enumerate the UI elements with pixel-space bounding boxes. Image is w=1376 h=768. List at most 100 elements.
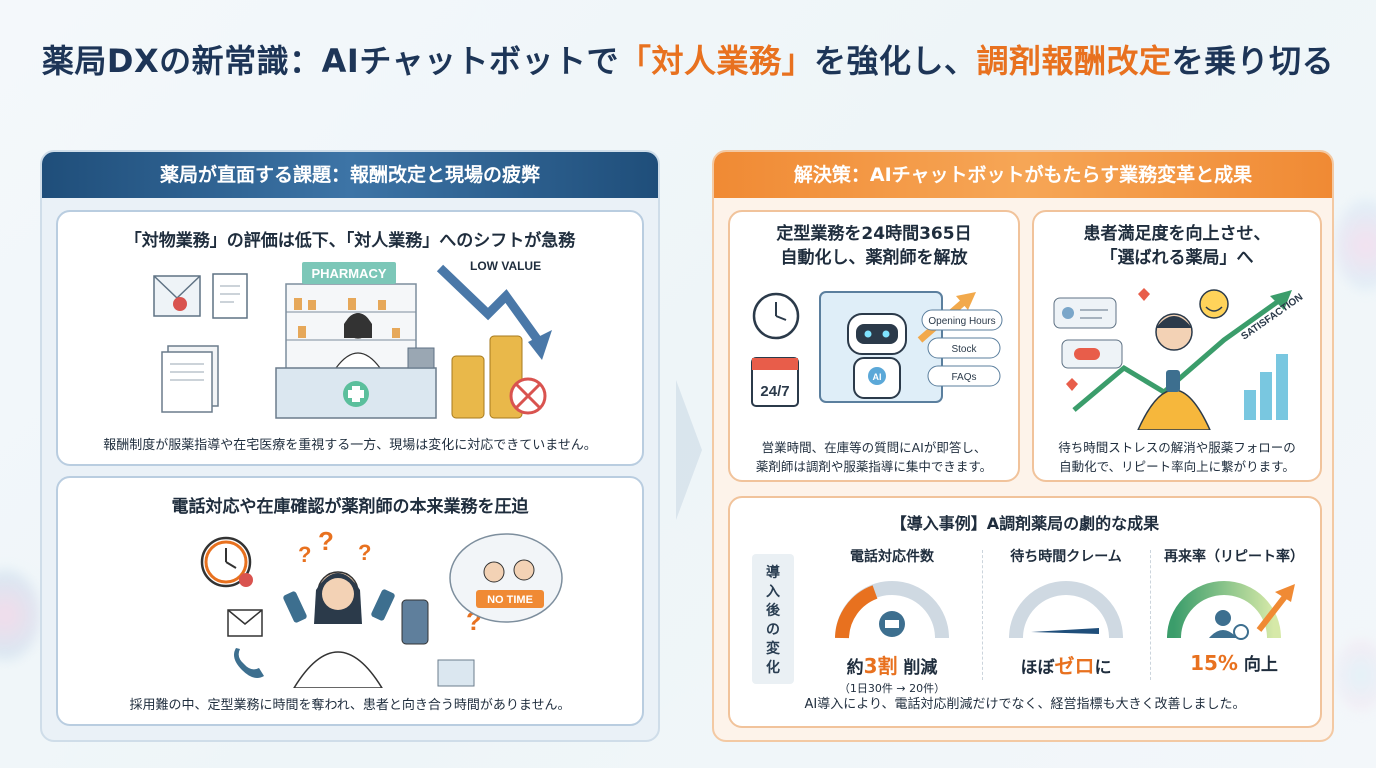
metric-value: 15%	[1190, 651, 1238, 675]
flow-arrow	[676, 380, 702, 520]
case-study-footer: AI導入により、電話対応削減だけでなく、経営指標も大きく改善しました。	[804, 697, 1246, 712]
metric-value: 3割	[863, 654, 898, 678]
bot-label: AI	[873, 372, 882, 382]
challenge-card-workload: 電話対応や在庫確認が薬剤師の本来業務を圧迫 ? ? ? ?	[56, 476, 644, 726]
tag-char: 入	[766, 584, 780, 600]
title-highlight: 「対人業務」	[619, 42, 815, 80]
smiley-icon	[1199, 289, 1229, 319]
low-value-label: LOW VALUE	[470, 259, 541, 273]
chatbot-illustration: 24/7 AI Opening Hours Stock	[751, 291, 1003, 407]
cash-register-icon	[407, 347, 435, 369]
question-mark: ?	[298, 542, 311, 567]
trend-up-arrow	[1072, 297, 1282, 412]
metric-wait-complaints: 待ち時間クレーム ほぼゼロに	[986, 546, 1146, 679]
envelope-icon	[227, 609, 263, 637]
heart-icon	[1138, 288, 1150, 301]
metric-phone-calls: 電話対応件数 約3割 削減 （1日30件 → 20件）	[812, 546, 972, 696]
after-introduction-tag: 導 入 後 の 変 化	[752, 554, 794, 684]
card-title: 「対物業務」の評価は低下、「対人業務」へのシフトが急務	[124, 231, 576, 251]
decor-blob	[1336, 200, 1376, 290]
clock-icon	[200, 536, 253, 588]
calendar-label: 24/7	[760, 383, 789, 400]
tag-char: の	[766, 622, 780, 638]
prescription-icon	[212, 273, 248, 319]
divider	[1150, 550, 1151, 680]
bubble-text: FAQs	[951, 372, 976, 383]
metric-sub: （1日30件 → 20件）	[838, 682, 946, 695]
metric-suffix: に	[1094, 658, 1112, 678]
user-icon	[1215, 610, 1231, 626]
overworked-pharmacist-illustration: ? ? ? ? NO TIME	[200, 526, 563, 688]
question-mark: ?	[318, 526, 334, 556]
stressed-pharmacist-icon	[283, 571, 395, 688]
metric-label: 電話対応件数	[850, 549, 934, 565]
solution-card-satisfaction: 患者満足度を向上させ、 「選ばれる薬局」へ SATISFACTION	[1032, 210, 1322, 482]
pharmacy-sign-text: PHARMACY	[311, 266, 386, 281]
card-title-line: 患者満足度を向上させ、	[1083, 224, 1271, 244]
smartphone-icon	[401, 599, 429, 645]
chat-bubble: Opening Hours	[921, 309, 1003, 331]
solution-panel: 解決策：AIチャットボットがもたらす業務変革と成果 定型業務を24時間365日 …	[712, 150, 1334, 742]
chat-bubble	[1053, 297, 1117, 329]
metric-value: ゼロ	[1054, 654, 1095, 678]
cash-register-icon	[437, 659, 475, 687]
solution-card-automation: 定型業務を24時間365日 自動化し、薬剤師を解放 24/7	[728, 210, 1020, 482]
card-title-line: 「選ばれる薬局」へ	[1100, 248, 1254, 268]
title-part: を乗り切る	[1171, 42, 1335, 80]
challenges-panel: 薬局が直面する課題：報酬改定と現場の疲弊 「対物業務」の評価は低下、「対人業務」…	[40, 150, 660, 742]
card-footer-line: 待ち時間ストレスの解消や服薬フォローの	[1058, 440, 1296, 455]
no-time-badge: NO TIME	[487, 594, 533, 606]
title-part: を強化し、	[814, 42, 977, 80]
decor-blob	[0, 570, 40, 660]
medicine-bubble	[1061, 339, 1123, 369]
happy-patient-icon	[1137, 313, 1211, 430]
coins-icon	[451, 335, 523, 419]
complaint-gauge	[1009, 581, 1123, 639]
card-footer: 採用難の中、定型業務に時間を奪われ、患者と向き合う時間がありません。	[129, 698, 571, 713]
metric-label: 再来率（リピート率）	[1164, 549, 1304, 565]
solution-header: 解決策：AIチャットボットがもたらす業務変革と成果	[714, 152, 1332, 198]
card-footer: 報酬制度が服薬指導や在宅医療を重視する一方、現場は変化に対応できていません。	[103, 438, 597, 453]
satisfaction-illustration: SATISFACTION	[1053, 288, 1305, 430]
chat-bubble: FAQs	[927, 365, 1001, 387]
trend-down-arrow	[436, 264, 546, 349]
metric-prefix: ほぼ	[1020, 658, 1055, 678]
metric-repeat-rate: 再来率（リピート率） 15% 向上	[1154, 546, 1314, 675]
decor-blob	[1336, 640, 1376, 710]
bar-chart-icon	[1244, 354, 1288, 420]
card-footer-line: 営業時間、在庫等の質問にAIが即答し、	[761, 440, 987, 455]
page-title: 薬局DXの新常識：AIチャットボットで「対人業務」を強化し、調剤報酬改定を乗り切…	[0, 36, 1376, 82]
pharmacy-sign	[302, 262, 396, 284]
card-title-line: 定型業務を24時間365日	[776, 224, 972, 244]
challenges-header: 薬局が直面する課題：報酬改定と現場の疲弊	[42, 152, 658, 198]
metric-label: 待ち時間クレーム	[1010, 549, 1122, 565]
card-title-line: 自動化し、薬剤師を解放	[780, 248, 968, 268]
tag-char: 導	[766, 565, 780, 581]
thought-bubble: NO TIME	[449, 533, 563, 623]
card-footer-line: 自動化で、リピート率向上に繋がります。	[1059, 459, 1295, 474]
case-study-card: 【導入事例】A調剤薬局の劇的な成果 導 入 後 の 変 化 電話対応件数 約3割…	[728, 496, 1322, 728]
bubble-text: Stock	[951, 344, 977, 355]
challenge-card-value-shift: 「対物業務」の評価は低下、「対人業務」へのシフトが急務	[56, 210, 644, 466]
card-footer-line: 薬剤師は調剤や服薬指導に集中できます。	[755, 459, 993, 474]
tag-char: 後	[766, 603, 780, 619]
heart-icon	[1066, 378, 1078, 391]
robot-icon: AI	[847, 313, 907, 399]
document-stack-icon	[161, 345, 219, 413]
phone-icon	[234, 648, 264, 678]
divider	[982, 550, 983, 680]
satisfaction-label: SATISFACTION	[1239, 292, 1305, 343]
question-mark: ?	[358, 540, 371, 565]
metric-suffix: 向上	[1237, 655, 1278, 675]
up-arrow	[1256, 592, 1290, 632]
title-highlight: 調剤報酬改定	[976, 42, 1172, 80]
gauge-needle	[1031, 628, 1099, 634]
metric-prefix: 約	[846, 658, 864, 678]
card-title: 電話対応や在庫確認が薬剤師の本来業務を圧迫	[171, 497, 529, 517]
bubble-text: Opening Hours	[928, 316, 995, 327]
metric-suffix: 削減	[897, 658, 938, 678]
envelope-icon	[153, 275, 201, 317]
tag-char: 変	[766, 641, 780, 657]
counter	[275, 367, 437, 419]
repeat-gauge	[1167, 581, 1295, 640]
